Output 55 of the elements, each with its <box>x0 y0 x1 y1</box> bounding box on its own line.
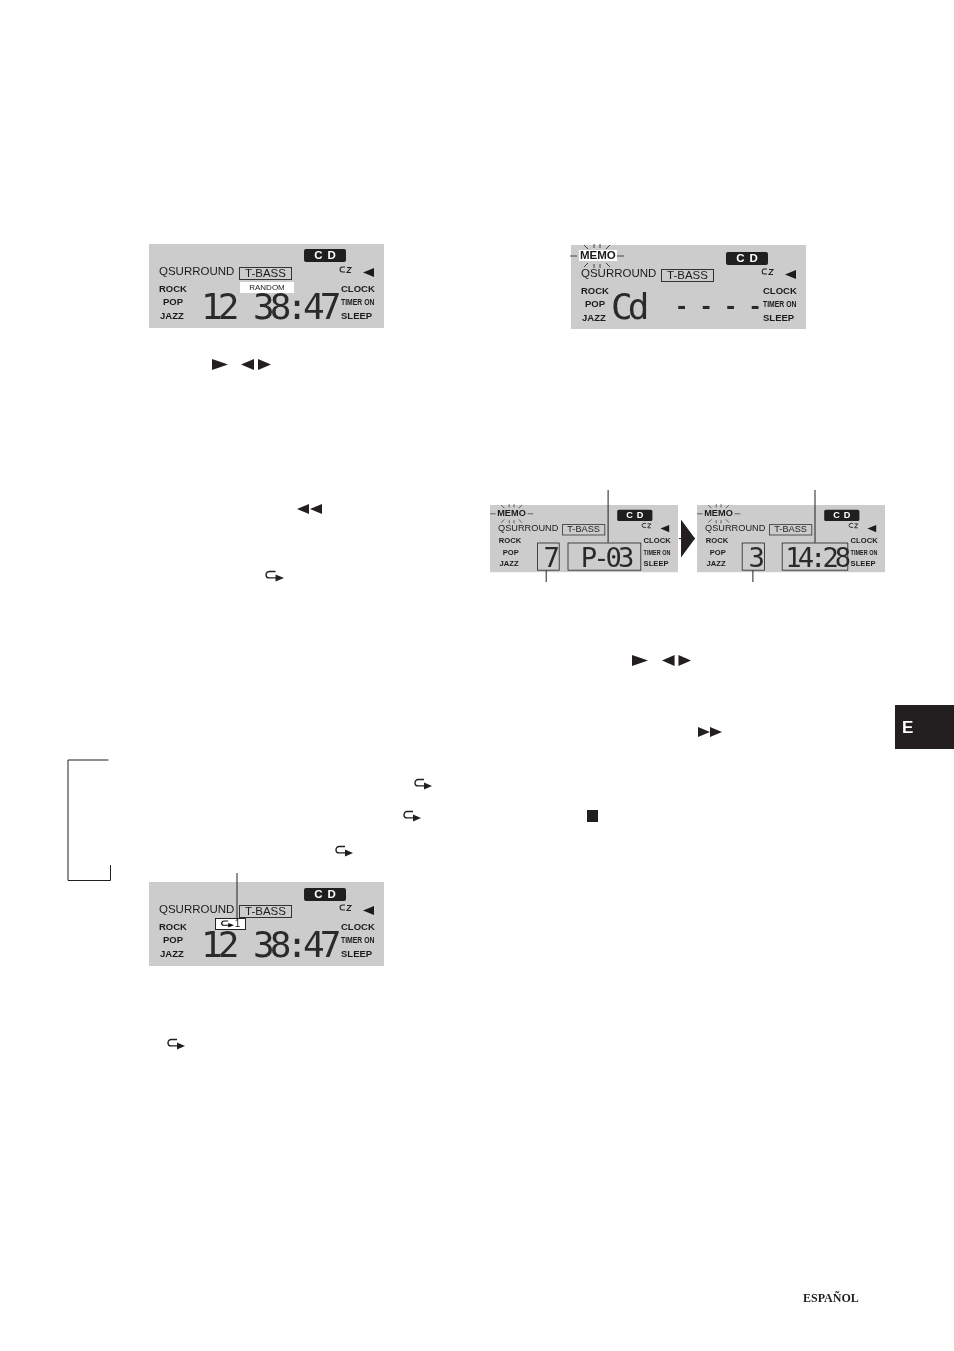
status-label: CLOCK <box>763 286 797 296</box>
lcd-display-panel <box>490 505 678 573</box>
genre-label: POP <box>163 297 184 307</box>
genre-label: JAZZ <box>160 311 184 321</box>
status-label: TIMER ON <box>341 935 375 945</box>
genre-label: ROCK <box>159 922 187 932</box>
status-label: CLOCK <box>341 284 375 294</box>
mode-indicator: T-BASS <box>661 269 714 282</box>
memo-indicator: MEMO <box>497 509 526 519</box>
genre-label: ROCK <box>581 286 609 296</box>
play-mode-indicator: RANDOM <box>240 282 294 293</box>
genre-label: JAZZ <box>582 313 606 323</box>
leader-line <box>752 570 754 583</box>
lcd-display-panel <box>149 244 384 328</box>
surround-label: QSURROUND <box>581 268 657 280</box>
surround-label: QSURROUND <box>498 523 559 533</box>
segment-dashes: - - - - <box>675 296 761 318</box>
surround-label: QSURROUND <box>159 266 235 278</box>
leader-line <box>545 570 547 583</box>
status-label: TIMER ON <box>341 297 375 307</box>
section-tab: E <box>895 705 954 749</box>
memo-indicator: MEMO <box>579 249 617 261</box>
surround-label: QSURROUND <box>159 904 235 916</box>
leader-line <box>236 872 238 919</box>
source-badge: CD <box>726 252 768 265</box>
genre-label: JAZZ <box>160 949 184 959</box>
language-label: ESPAÑOL <box>803 1292 859 1304</box>
status-label: CLOCK <box>341 922 375 932</box>
surround-label: QSURROUND <box>705 523 766 533</box>
memo-indicator: MEMO <box>704 509 733 519</box>
lcd-display-panel <box>149 882 384 966</box>
status-label: TIMER ON <box>763 299 797 309</box>
leader-line <box>814 489 816 544</box>
arrow <box>678 519 696 558</box>
segment-digits: 12 <box>201 289 235 325</box>
source-badge: CD <box>304 888 346 901</box>
source-badge: CD <box>617 509 653 521</box>
mode-indicator: T-BASS <box>239 905 292 918</box>
repeat-count: 1 <box>234 919 241 929</box>
genre-label: POP <box>585 299 606 309</box>
genre-label: ROCK <box>159 284 187 294</box>
segment-digits: Cd <box>611 289 645 325</box>
source-badge: CD <box>304 249 346 262</box>
status-label: SLEEP <box>341 949 373 959</box>
mode-indicator: T-BASS <box>239 267 292 280</box>
lcd-display-panel <box>571 245 806 329</box>
repeat-indicator <box>215 918 246 930</box>
segment-digits: 38:47 <box>253 927 337 963</box>
genre-label: POP <box>163 935 184 945</box>
lcd-display-panel <box>697 505 885 573</box>
segment-digits: 12 <box>201 927 235 963</box>
leader-line <box>607 489 609 544</box>
source-badge: CD <box>824 509 860 521</box>
status-label: SLEEP <box>763 313 795 323</box>
status-label: SLEEP <box>341 311 373 321</box>
